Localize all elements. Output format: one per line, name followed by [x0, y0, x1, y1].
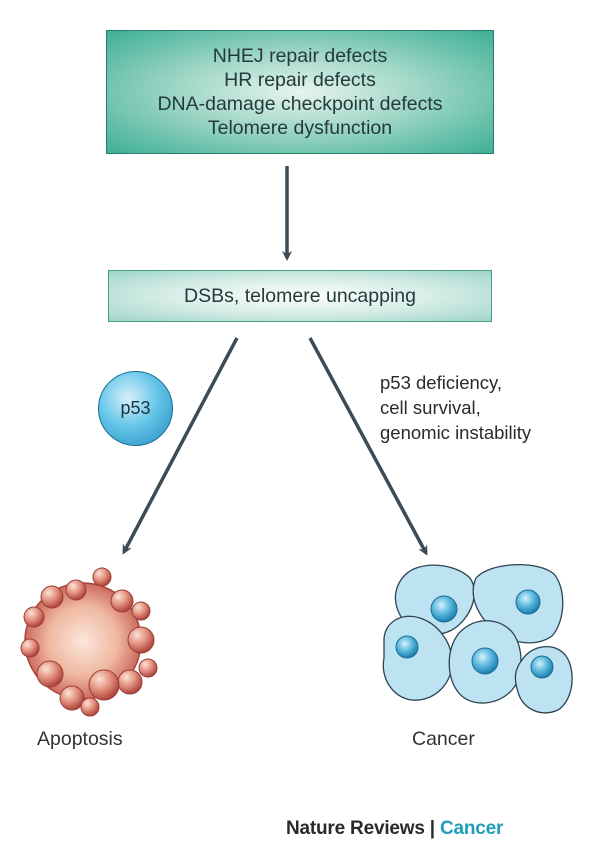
- arrow-to-cancer: [308, 337, 428, 556]
- credit-separator: |: [424, 818, 440, 839]
- apoptotic-cell-icon: [20, 567, 158, 717]
- note-line: genomic instability: [380, 422, 532, 443]
- cancer-label: Cancer: [412, 728, 475, 750]
- note-line: p53 deficiency,: [380, 372, 503, 393]
- p53-label: p53: [120, 398, 151, 418]
- cause-item: NHEJ repair defects: [212, 45, 388, 67]
- arrow-to-apoptosis: [122, 337, 239, 555]
- journal-name: Nature Reviews: [286, 818, 425, 839]
- cause-item: HR repair defects: [224, 69, 376, 91]
- cancer-cells-icon: [382, 564, 573, 714]
- apoptosis-label: Apoptosis: [37, 728, 123, 750]
- note-line: cell survival,: [380, 397, 481, 418]
- p53-icon: p53: [98, 371, 173, 446]
- dna-defects-box: NHEJ repair defects HR repair defects DN…: [106, 30, 494, 154]
- dsb-telomere-box: DSBs, telomere uncapping: [108, 270, 492, 322]
- intermediate-label: DSBs, telomere uncapping: [184, 284, 416, 307]
- cancer-path-notes: p53 deficiency, cell survival, genomic i…: [380, 370, 595, 445]
- journal-credit: Nature Reviews | Cancer: [286, 818, 503, 840]
- journal-topic: Cancer: [440, 818, 504, 839]
- cause-item: DNA-damage checkpoint defects: [157, 93, 443, 115]
- cause-item: Telomere dysfunction: [207, 117, 393, 139]
